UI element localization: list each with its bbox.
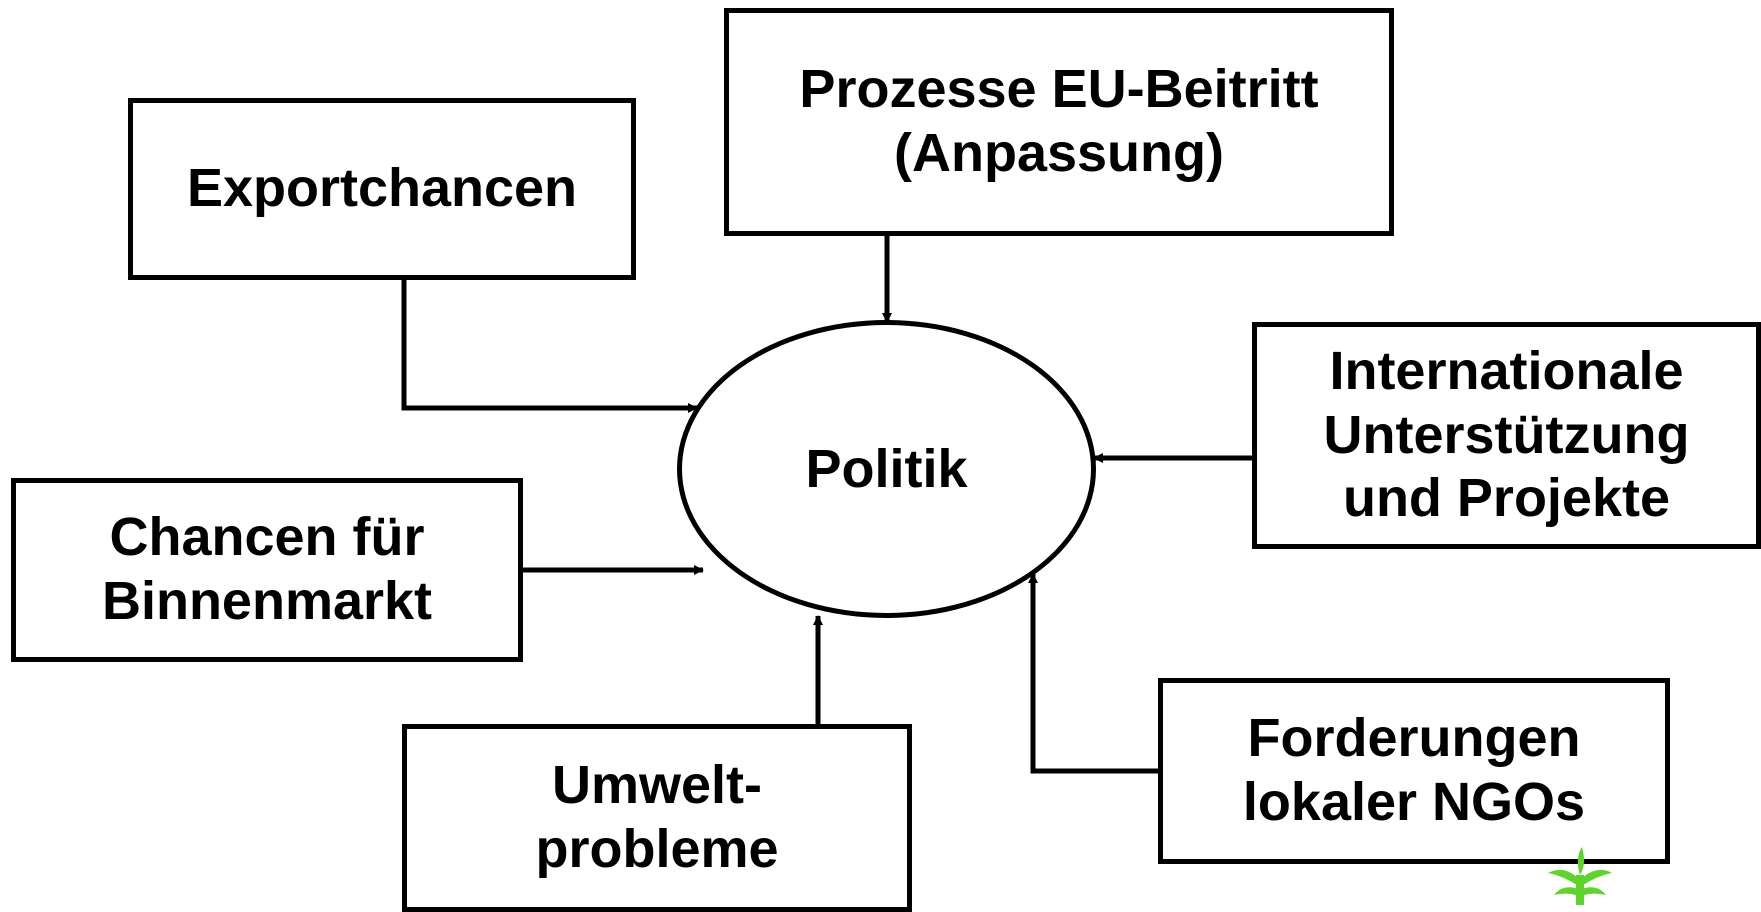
node-ngos-line-1: Forderungen bbox=[1247, 708, 1581, 769]
node-umwelt-text: Umwelt- probleme bbox=[535, 754, 778, 881]
arrow-ngos-to-politik bbox=[1028, 573, 1160, 774]
node-international: Internationale Unterstützung und Projekt… bbox=[1252, 322, 1761, 549]
node-international-line-2: Unterstützung bbox=[1323, 404, 1690, 465]
node-binnenmarkt-line-2: Binnenmarkt bbox=[101, 571, 433, 631]
node-umwelt-line-1: Umwelt- bbox=[551, 755, 762, 816]
node-ngos-text: Forderungen lokaler NGOs bbox=[1243, 707, 1585, 834]
node-exportchancen: Exportchancen bbox=[128, 98, 636, 280]
node-ngos: Forderungen lokaler NGOs bbox=[1158, 678, 1670, 864]
node-eu-beitritt-line-2: (Anpassung) bbox=[894, 123, 1224, 183]
node-international-line-3: und Projekte bbox=[1342, 468, 1671, 529]
node-politik-label: Politik bbox=[805, 439, 968, 499]
node-eu-beitritt-line-1: Prozesse EU-Beitritt bbox=[799, 59, 1319, 120]
node-exportchancen-line-1: Exportchancen bbox=[186, 158, 578, 219]
node-international-line-1: Internationale bbox=[1329, 340, 1684, 401]
node-binnenmarkt-line-1: Chancen für bbox=[109, 507, 425, 568]
node-international-text: Internationale Unterstützung und Projekt… bbox=[1324, 340, 1690, 531]
node-politik: Politik bbox=[677, 320, 1096, 618]
plant-sprout-icon bbox=[1548, 847, 1612, 905]
node-eu-beitritt: Prozesse EU-Beitritt (Anpassung) bbox=[724, 8, 1394, 236]
arrow-exportchancen-to-politik bbox=[401, 278, 698, 413]
node-umwelt: Umwelt- probleme bbox=[402, 724, 912, 912]
node-binnenmarkt-text: Chancen für Binnenmarkt bbox=[102, 506, 432, 633]
node-umwelt-line-2: probleme bbox=[535, 819, 779, 879]
node-ngos-line-2: lokaler NGOs bbox=[1242, 772, 1586, 832]
node-binnenmarkt: Chancen für Binnenmarkt bbox=[11, 478, 523, 662]
node-eu-beitritt-text: Prozesse EU-Beitritt (Anpassung) bbox=[799, 58, 1318, 185]
node-exportchancen-text: Exportchancen bbox=[187, 157, 577, 221]
